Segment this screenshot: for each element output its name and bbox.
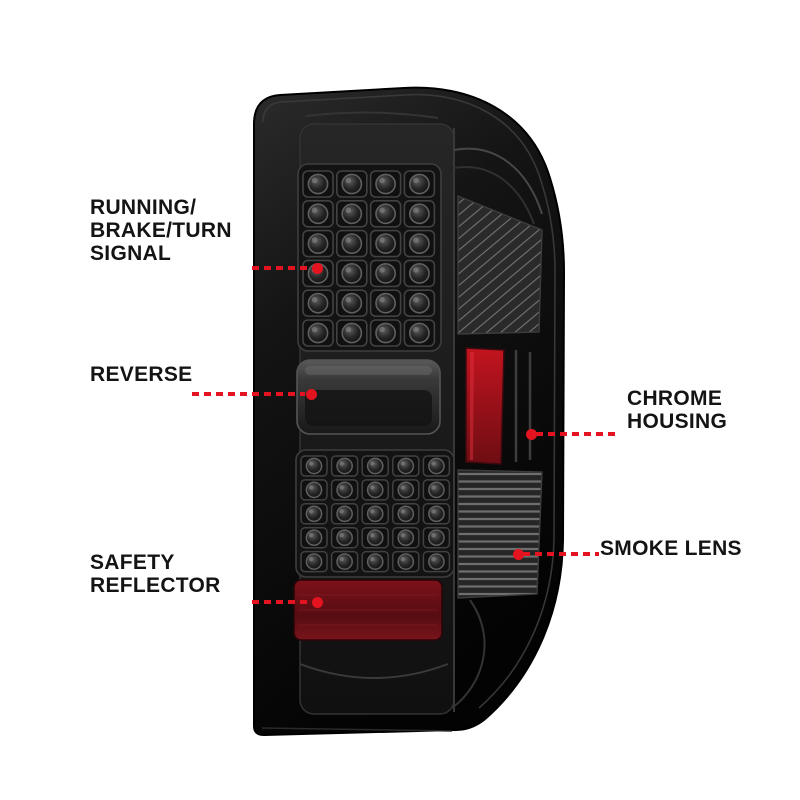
callout-text: RUNNING/ xyxy=(90,196,197,219)
leader-line-chrome-housing xyxy=(536,432,620,436)
callout-text: CHROME xyxy=(627,387,723,410)
callout-chrome-housing: CHROME HOUSING xyxy=(627,387,727,433)
callout-text: HOUSING xyxy=(627,410,728,433)
callout-text: SIGNAL xyxy=(90,242,172,265)
callout-text: SMOKE LENS xyxy=(600,537,742,560)
side-reflector-strip xyxy=(465,347,505,465)
leader-dot-safety-reflector xyxy=(312,597,323,608)
callout-safety-reflector: SAFETY REFLECTOR xyxy=(90,551,221,597)
leader-dot-running-brake-turn xyxy=(312,263,323,274)
callout-text: REVERSE xyxy=(90,363,193,386)
callout-smoke-lens: SMOKE LENS xyxy=(600,537,742,560)
leader-dot-smoke-lens xyxy=(513,549,524,560)
leader-line-running-brake-turn xyxy=(252,266,312,270)
chrome-housing-texture xyxy=(457,194,543,335)
leader-dot-reverse xyxy=(306,389,317,400)
leader-line-safety-reflector xyxy=(252,600,312,604)
led-grid-bottom xyxy=(300,455,451,573)
smoke-lens-texture xyxy=(457,469,543,599)
callout-text: REFLECTOR xyxy=(90,574,221,597)
callout-text: SAFETY xyxy=(90,551,175,574)
callout-running-brake-turn-signal: RUNNING/ BRAKE/TURN SIGNAL xyxy=(90,196,232,265)
leader-line-reverse xyxy=(192,392,305,396)
leader-dot-chrome-housing xyxy=(526,429,537,440)
callout-reverse: REVERSE xyxy=(90,363,192,386)
leader-line-smoke-lens xyxy=(523,552,599,556)
callout-text: BRAKE/TURN xyxy=(90,219,232,242)
